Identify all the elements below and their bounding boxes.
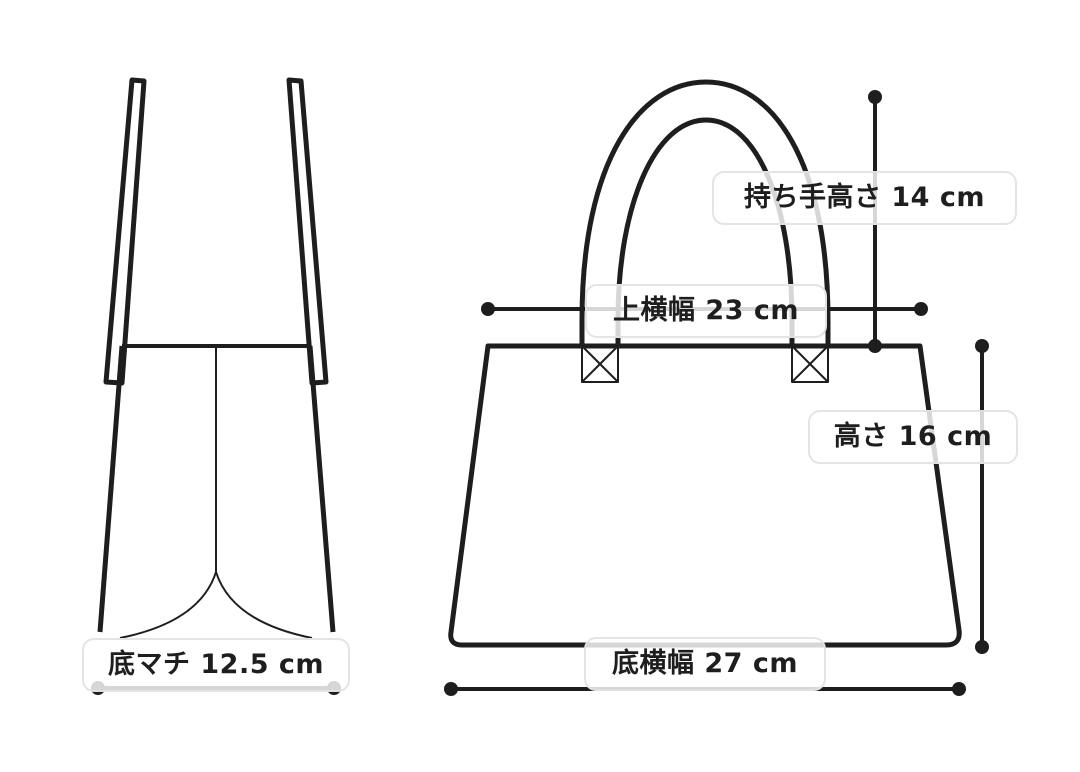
handle-attachment-right — [791, 345, 829, 383]
bottom-width-label: 底横幅 27 cm — [584, 637, 826, 691]
side-body-outline — [97, 345, 336, 633]
handle-height-label: 持ち手高さ 14 cm — [712, 171, 1017, 225]
handle-attachment-left — [581, 345, 619, 383]
side-handle-right — [286, 77, 329, 386]
side-gusset-curve — [119, 571, 313, 639]
top-width-label: 上横幅 23 cm — [585, 284, 827, 338]
height-label: 高さ 16 cm — [808, 410, 1018, 464]
front-dim-endpoints — [444, 90, 989, 696]
bag-side-view — [97, 77, 336, 690]
handle-inner-arc — [615, 117, 795, 346]
side-handle-left — [103, 77, 147, 386]
front-body-outline — [448, 343, 962, 648]
bottom-gusset-label: 底マチ 12.5 cm — [82, 638, 350, 692]
